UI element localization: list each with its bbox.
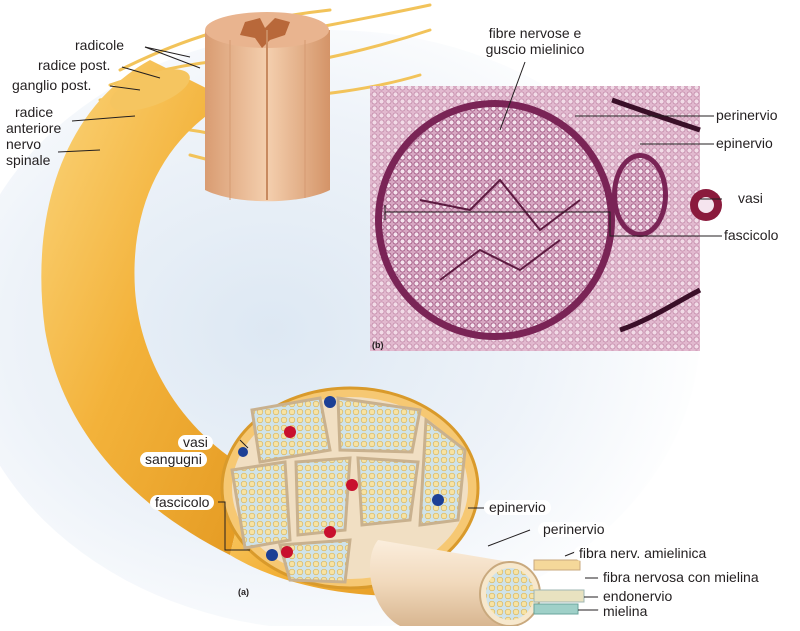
label-mielina: mielina	[598, 604, 653, 619]
label-radicole: radicole	[75, 37, 125, 53]
label-endonervio: endonervio	[598, 589, 678, 604]
label-vasi-a: vasi	[178, 435, 213, 450]
label-epinervio-a: epinervio	[484, 500, 551, 515]
label-fibra-mielina: fibra nervosa con mielina	[598, 570, 764, 585]
label-radice: radice	[15, 104, 54, 120]
label-radice-post: radice post.	[38, 57, 111, 73]
label-perinervio-a: perinervio	[538, 522, 610, 537]
label-nervo: nervo	[6, 136, 42, 152]
leader-lines	[57, 46, 722, 611]
label-panel-a: (a)	[238, 587, 249, 597]
label-fascicolo-a: fascicolo	[150, 495, 215, 510]
label-spinale: spinale	[6, 152, 51, 168]
label-sangugni-a: sangugni	[140, 452, 207, 467]
fascicle-sleeve	[369, 540, 585, 627]
label-anteriore: anteriore	[6, 120, 62, 136]
label-perinervio-b: perinervio	[716, 107, 778, 123]
label-fibra-amielinica: fibra nerv. amielinica	[574, 546, 712, 561]
label-fibre-line2: guscio mielinico	[485, 41, 585, 57]
label-ganglio-post: ganglio post.	[12, 77, 92, 93]
label-vasi-b: vasi	[738, 190, 763, 206]
label-fascicolo-b: fascicolo	[724, 227, 779, 243]
nerve-cross-section	[220, 386, 480, 590]
label-epinervio-b: epinervio	[716, 135, 773, 151]
label-fibre-line1: fibre nervose e	[488, 25, 582, 41]
label-panel-b: (b)	[372, 340, 384, 350]
micrograph-panel	[370, 86, 722, 351]
spinal-nerve-body	[41, 60, 250, 555]
spinal-cord-segment	[205, 12, 330, 202]
